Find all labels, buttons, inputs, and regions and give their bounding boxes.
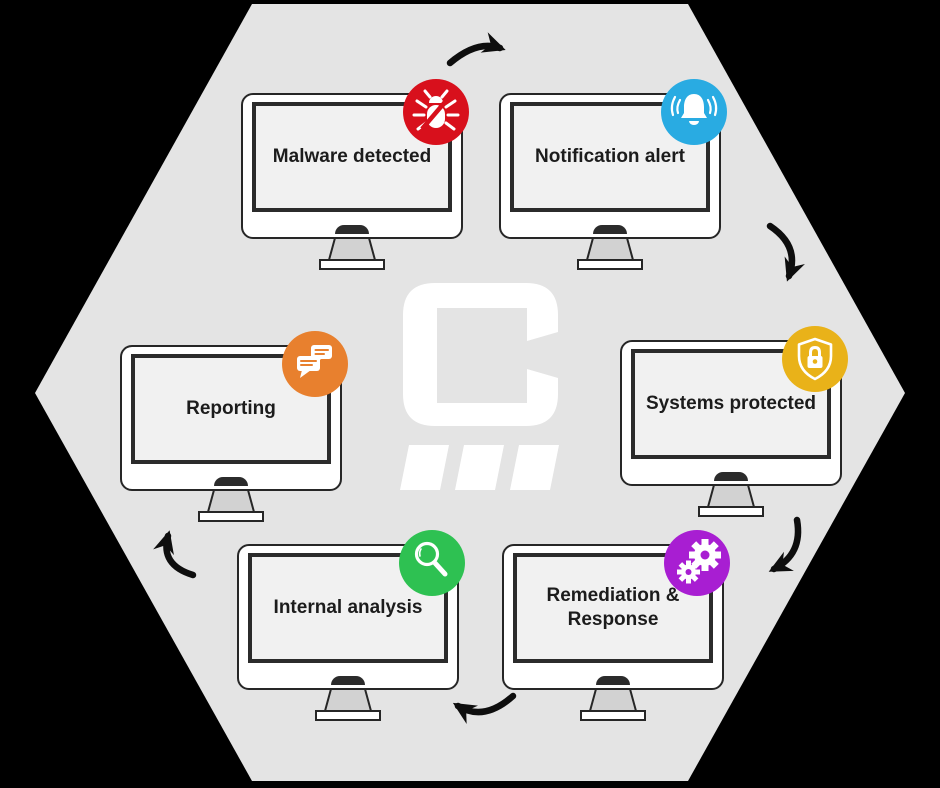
- monitor-frame: Malware detected: [241, 79, 469, 239]
- gears-icon: [664, 530, 730, 596]
- monitor-stand: [577, 237, 643, 270]
- monitor-stand: [698, 484, 764, 517]
- node-label: Malware detected: [272, 146, 432, 168]
- monitor-stand: [315, 688, 381, 721]
- node-label: Notification alert: [535, 146, 685, 168]
- monitor-frame: Internal analysis: [237, 530, 465, 690]
- monitor-stand: [198, 489, 264, 522]
- monitor-reporting: Reporting: [120, 331, 348, 525]
- bug-malware-icon: [403, 79, 469, 145]
- monitor-systems-protected: Systems protected: [620, 326, 848, 520]
- monitor-remediation-response: Remediation & Response: [502, 530, 730, 724]
- magnifier-icon: [399, 530, 465, 596]
- node-label: Internal analysis: [273, 597, 423, 619]
- monitor-notification-alert: Notification alert: [499, 79, 727, 273]
- monitor-internal-analysis: Internal analysis: [237, 530, 465, 724]
- monitor-notch: [596, 676, 630, 685]
- monitor-notch: [331, 676, 365, 685]
- monitor-notch: [335, 225, 369, 234]
- node-label: Reporting: [186, 398, 276, 420]
- monitor-stand: [319, 237, 385, 270]
- monitor-stand: [580, 688, 646, 721]
- monitor-notch: [214, 477, 248, 486]
- chat-bubbles-icon: [282, 331, 348, 397]
- monitor-frame: Reporting: [120, 331, 348, 491]
- shield-lock-icon: [782, 326, 848, 392]
- monitor-frame: Remediation & Response: [502, 530, 730, 690]
- node-label: Remediation & Response: [546, 585, 680, 630]
- monitor-malware-detected: Malware detected: [241, 79, 469, 273]
- monitor-frame: Systems protected: [620, 326, 848, 486]
- node-label: Systems protected: [646, 393, 817, 415]
- monitor-frame: Notification alert: [499, 79, 727, 239]
- monitor-notch: [593, 225, 627, 234]
- monitor-notch: [714, 472, 748, 481]
- bell-icon: [661, 79, 727, 145]
